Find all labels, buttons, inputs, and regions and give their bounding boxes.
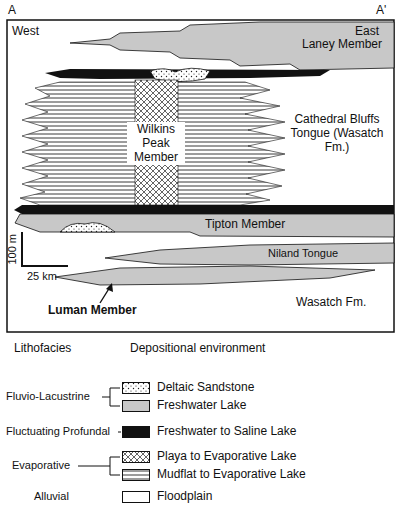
legend-heading: Depositional environment [130,342,265,356]
direction-label: West [12,25,39,39]
section-frame [7,20,394,332]
unit-name: Tipton Member [205,218,285,232]
unit-name: Luman Member [48,304,137,318]
unit-name: Wasatch Fm. [296,296,366,310]
scale-label: 100 m [6,234,19,265]
legend-swatch [122,400,150,412]
legend-swatch [122,491,150,503]
legend-swatch [122,382,150,394]
luman-lens [55,266,375,285]
laney-band [70,22,394,70]
unit-name: Wilkins Peak Member [127,122,185,165]
scale-bar [22,232,68,266]
scale-label: 25 km [27,270,57,283]
legend-text: Playa to Evaporative Lake [157,450,296,464]
legend-bracket [102,388,120,406]
arrow-head [106,283,113,292]
lithofacies-name: Evaporative [12,459,70,472]
legend-swatch [122,469,150,481]
section-end: A [8,4,16,18]
unit-name: Cathedral Bluffs Tongue (Wasatch Fm.) [288,112,386,155]
lithofacies-name: Alluvial [34,490,69,503]
unit-name: Laney Member [302,38,382,52]
legend-bracket [78,457,120,475]
unit-name: Niland Tongue [268,247,338,260]
legend-text: Freshwater Lake [157,399,246,413]
lithofacies-name: Fluvio-Lacustrine [6,390,90,403]
section-end: A' [376,4,386,18]
legend-text: Deltaic Sandstone [157,381,254,395]
deltaic-lens [60,223,115,232]
legend-text: Freshwater to Saline Lake [157,425,296,439]
legend-text: Floodplain [157,490,212,504]
profundal-band [14,205,394,214]
legend-swatch [122,451,150,463]
direction-label: East [355,25,379,39]
tipton-band [15,214,394,237]
legend-bracket [118,432,121,433]
legend-text: Mudflat to Evaporative Lake [157,468,306,482]
deltaic-lens [150,68,210,81]
legend-heading: Lithofacies [14,342,71,356]
legend-swatch [122,426,150,438]
lithofacies-name: Fluctuating Profundal [6,425,110,438]
niland-band [105,243,394,265]
